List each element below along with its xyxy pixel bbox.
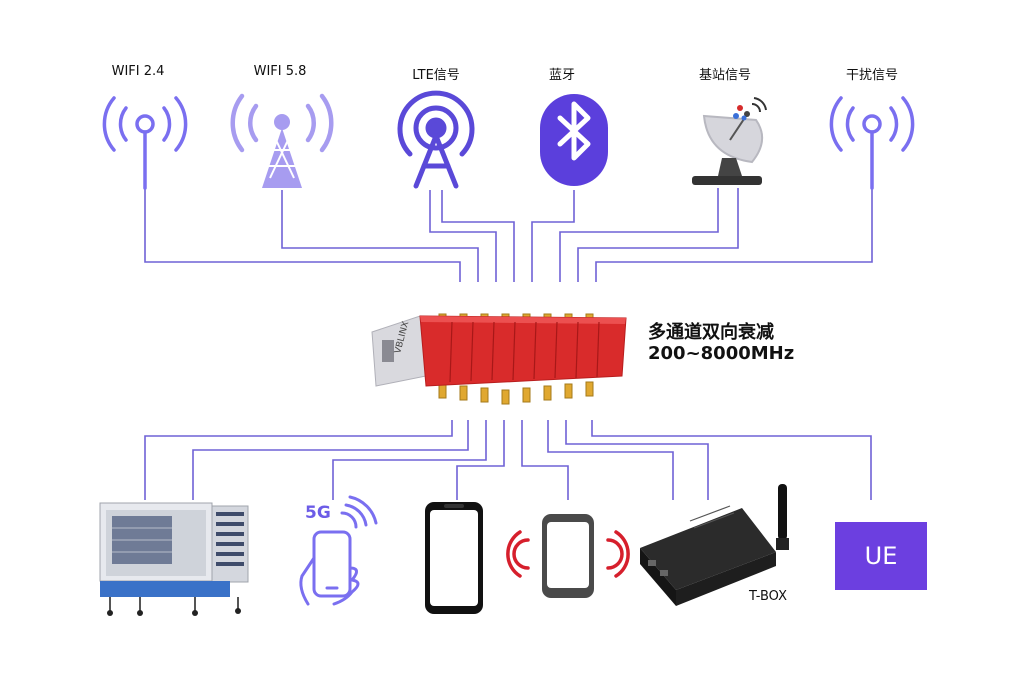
bottom-connection-lines xyxy=(144,420,872,500)
label-base-station: 基站信号 xyxy=(698,68,752,83)
line-wifi24 xyxy=(144,188,461,282)
ringing-phone-icon xyxy=(506,514,630,598)
line-lte-b xyxy=(441,190,515,282)
usb-port xyxy=(382,340,394,362)
lte-tower-icon xyxy=(397,90,475,189)
ue-box: UE xyxy=(835,522,927,590)
bluetooth-icon xyxy=(540,94,608,186)
wifi-2.4-antenna-icon xyxy=(102,96,188,190)
line-tbox-a xyxy=(547,420,674,500)
device-title: 多通道双向衰减 xyxy=(648,322,774,343)
line-basestation-a xyxy=(559,188,719,282)
label-wifi-5.8: WIFI 5.8 xyxy=(253,64,307,79)
label-lte: LTE信号 xyxy=(412,68,460,83)
channel-grooves xyxy=(449,321,600,383)
5g-label: 5G xyxy=(305,503,331,523)
rf-connectors-bottom xyxy=(438,381,594,405)
line-alarm-phone xyxy=(521,420,569,500)
line-basestation-b xyxy=(577,188,739,282)
shielded-chamber-icon xyxy=(99,502,249,616)
wifi-5.8-tower-icon xyxy=(230,93,334,188)
interference-antenna-icon xyxy=(829,96,915,190)
label-interference: 干扰信号 xyxy=(845,68,899,83)
label-wifi-2.4: WIFI 2.4 xyxy=(111,64,165,79)
line-wifi58 xyxy=(281,190,479,282)
line-ue xyxy=(591,420,872,500)
line-chamber-a xyxy=(144,420,453,500)
label-bluetooth: 蓝牙 xyxy=(548,68,576,83)
device-frequency-range: 200~8000MHz xyxy=(648,343,795,364)
ue-label: UE xyxy=(864,542,898,570)
line-tbox-b xyxy=(565,420,709,500)
line-bluetooth xyxy=(531,190,575,282)
line-lte-a xyxy=(429,190,497,282)
line-5g xyxy=(332,420,487,500)
smartphone-icon xyxy=(425,502,483,614)
top-connection-lines xyxy=(144,188,873,282)
line-phone xyxy=(456,420,505,500)
t-box-label: T-BOX xyxy=(749,589,787,604)
line-interference xyxy=(595,188,873,282)
attenuator-device: VBLINX xyxy=(371,313,627,405)
5g-hand-phone-icon xyxy=(299,495,378,606)
line-chamber-b xyxy=(192,420,469,500)
satellite-dish-icon xyxy=(692,97,767,185)
t-box-router-icon xyxy=(640,484,789,606)
